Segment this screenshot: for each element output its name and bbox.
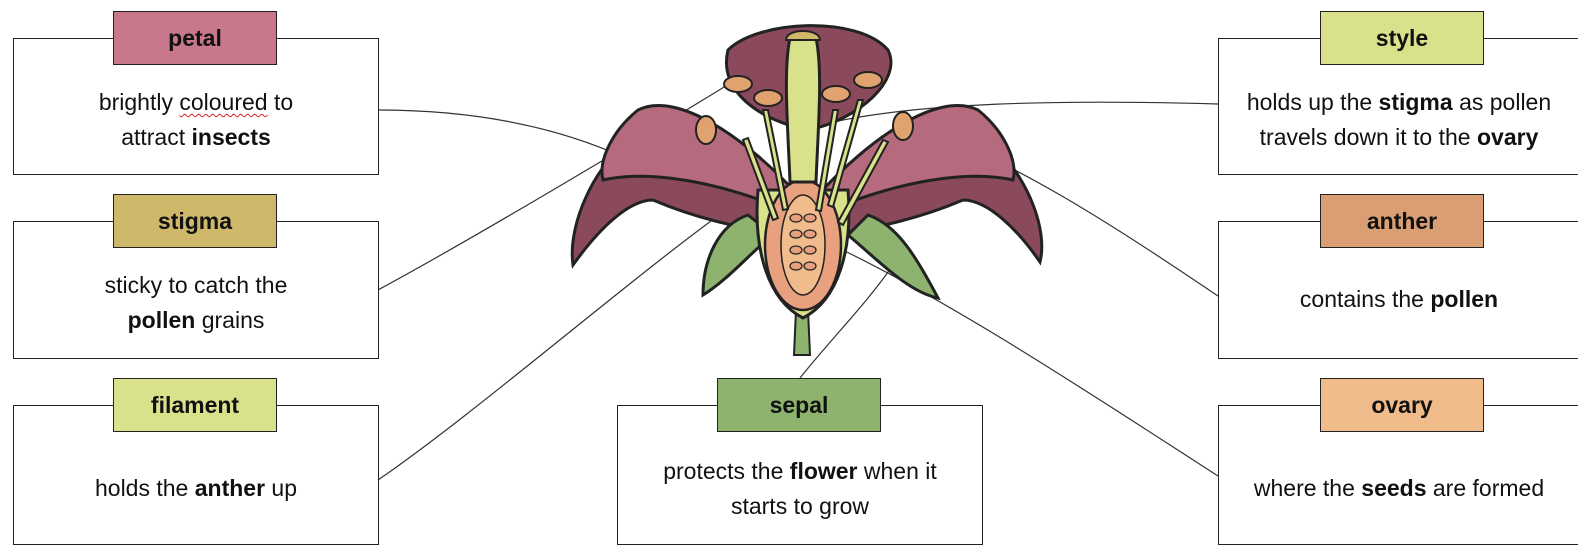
right-sepal	[848, 215, 938, 298]
stigma-description: sticky to catch the pollen grains	[14, 268, 378, 338]
anther-description: contains the pollen	[1219, 282, 1578, 317]
style-description: holds up the stigma as pollen travels do…	[1219, 85, 1578, 155]
petal-description: brightly coloured to attract insects	[14, 85, 378, 155]
anther-6	[893, 112, 913, 140]
stigma-shape	[786, 31, 820, 40]
anther-1	[724, 76, 752, 92]
sepal-title: sepal	[717, 378, 881, 432]
anther-4	[854, 72, 882, 88]
sepal-description: protects the flower when it starts to gr…	[618, 454, 982, 524]
anther-title: anther	[1320, 194, 1484, 248]
anther-3	[822, 86, 850, 102]
filament-description: holds the anther up	[14, 471, 378, 506]
petal-title: petal	[113, 11, 277, 65]
ovary-title: ovary	[1320, 378, 1484, 432]
filament-title: filament	[113, 378, 277, 432]
anther-2	[754, 90, 782, 106]
ovary-description: where the seeds are formed	[1219, 471, 1578, 506]
anther-5	[696, 116, 716, 144]
style-title: style	[1320, 11, 1484, 65]
stigma-title: stigma	[113, 194, 277, 248]
flower-illustration	[558, 0, 1058, 360]
style-shape	[786, 38, 819, 182]
